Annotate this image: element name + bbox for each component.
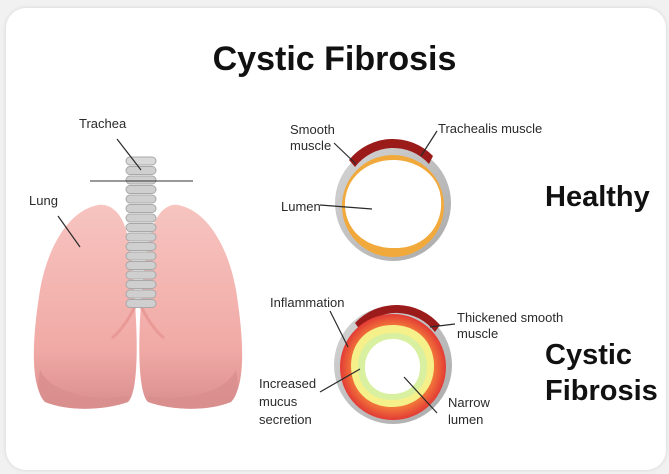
trachea-ring bbox=[126, 157, 156, 165]
trachea-ring bbox=[126, 224, 156, 232]
trachea-ring bbox=[126, 243, 156, 251]
trachea-ring bbox=[126, 176, 156, 184]
trachea-label: Trachea bbox=[79, 116, 126, 132]
trachea-ring bbox=[126, 300, 156, 308]
lung-label: Lung bbox=[29, 193, 58, 209]
trachea-ring bbox=[126, 195, 156, 203]
trachea-ring bbox=[126, 205, 156, 213]
cf-airway-cross-section bbox=[334, 305, 452, 424]
narrow-lumen-label: Narrow lumen bbox=[448, 394, 490, 428]
healthy-lumen bbox=[345, 160, 441, 248]
trachea-ring bbox=[126, 290, 156, 298]
healthy-airway-cross-section bbox=[335, 139, 451, 261]
trachealis-muscle-label: Trachealis muscle bbox=[438, 121, 542, 137]
trachea-ring bbox=[126, 214, 156, 222]
trachea-ring bbox=[126, 233, 156, 241]
trachea-ring bbox=[126, 271, 156, 279]
trachea-ring bbox=[126, 252, 156, 260]
page-title: Cystic Fibrosis bbox=[0, 40, 669, 79]
lumen-label: Lumen bbox=[281, 199, 321, 215]
lungs-illustration bbox=[34, 157, 242, 409]
trachea-ring bbox=[126, 167, 156, 175]
trachea-ring bbox=[126, 186, 156, 194]
trachea-ring bbox=[126, 262, 156, 270]
trachea-ring bbox=[126, 281, 156, 289]
cystic-fibrosis-heading: Cystic Fibrosis bbox=[545, 337, 658, 409]
healthy-heading: Healthy bbox=[545, 180, 650, 214]
increased-mucus-label: Increased mucus secretion bbox=[259, 375, 316, 429]
inflammation-label: Inflammation bbox=[270, 295, 344, 311]
smooth-muscle-label: Smooth muscle bbox=[290, 122, 335, 154]
left-lung bbox=[34, 205, 137, 409]
